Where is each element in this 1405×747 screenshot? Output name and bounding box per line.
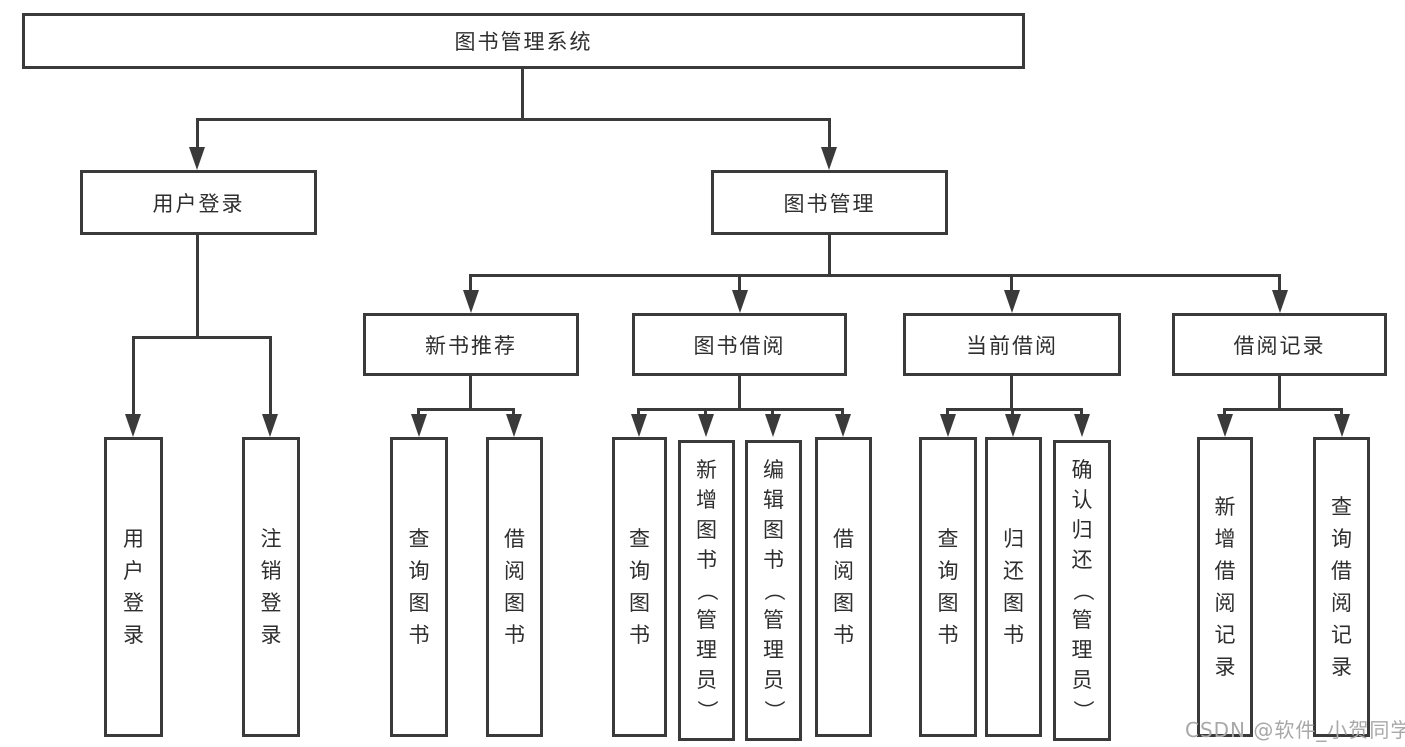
node-current-borrow: 当前借阅: [903, 313, 1121, 376]
arrow-down-icon: [506, 414, 522, 437]
connector-arrow-stem: [1080, 408, 1083, 416]
connector-hbar: [417, 408, 515, 411]
connector-stem: [1278, 376, 1281, 408]
connector-arrow-stem: [269, 336, 272, 415]
connector-arrow-stem: [637, 408, 640, 416]
connector-hbar: [1223, 408, 1342, 411]
connector-arrow-stem: [1278, 274, 1281, 291]
arrow-down-icon: [1005, 414, 1021, 437]
arrow-down-icon: [189, 147, 205, 170]
node-query-borrow-record: 查询借阅记录: [1313, 437, 1370, 737]
arrow-down-icon: [765, 414, 781, 437]
node-confirm-return-admin: 确认归还（管理员）: [1053, 440, 1111, 741]
arrow-down-icon: [1334, 414, 1350, 437]
node-borrow-books-recommend: 借阅图书: [486, 437, 543, 737]
csdn-watermark: CSDN @软件_小贺同学: [1185, 718, 1405, 742]
node-add-book-admin: 新增图书（管理员）: [678, 440, 735, 741]
arrow-down-icon: [821, 147, 837, 170]
arrow-down-icon: [463, 290, 479, 313]
node-add-borrow-record: 新增借阅记录: [1197, 437, 1253, 737]
connector-arrow-stem: [946, 408, 949, 416]
connector-arrow-stem: [841, 408, 844, 416]
connector-hbar: [637, 408, 844, 411]
connector-arrow-stem: [132, 336, 135, 415]
arrow-down-icon: [125, 414, 141, 437]
arrow-down-icon: [411, 414, 427, 437]
arrow-down-icon: [732, 290, 748, 313]
connector-stem: [738, 376, 741, 408]
connector-arrow-stem: [1010, 274, 1013, 291]
connector-stem: [196, 235, 199, 336]
node-user-login: 用户登录: [104, 437, 163, 737]
node-query-books-borrow: 查询图书: [612, 437, 667, 737]
connector-arrow-stem: [1011, 408, 1014, 416]
node-query-books-recommend: 查询图书: [390, 437, 448, 737]
node-user-login-branch: 用户登录: [80, 170, 317, 235]
node-book-management-branch: 图书管理: [711, 170, 948, 235]
connector-hbar: [133, 336, 272, 339]
arrow-down-icon: [631, 414, 647, 437]
node-book-borrow: 图书借阅: [632, 313, 847, 376]
node-new-book-recommend: 新书推荐: [363, 313, 579, 376]
connector-arrow-stem: [512, 408, 515, 416]
connector-arrow-stem: [704, 408, 707, 416]
arrow-down-icon: [940, 414, 956, 437]
node-borrow-books: 借阅图书: [815, 437, 872, 737]
arrow-down-icon: [1074, 414, 1090, 437]
connector-hbar: [469, 274, 1281, 277]
connector-arrow-stem: [417, 408, 420, 416]
arrow-down-icon: [698, 414, 714, 437]
connector-stem: [521, 69, 524, 118]
node-return-book: 归还图书: [985, 437, 1042, 737]
node-logout: 注销登录: [242, 437, 300, 737]
connector-arrow-stem: [196, 118, 199, 148]
connector-arrow-stem: [1223, 408, 1226, 416]
node-edit-book-admin: 编辑图书（管理员）: [745, 440, 802, 741]
arrow-down-icon: [262, 414, 278, 437]
arrow-down-icon: [1272, 290, 1288, 313]
connector-hbar: [946, 408, 1083, 411]
arrow-down-icon: [835, 414, 851, 437]
node-query-books-current: 查询图书: [919, 437, 977, 737]
connector-stem: [828, 235, 831, 274]
connector-hbar: [196, 118, 831, 121]
connector-arrow-stem: [1340, 408, 1343, 416]
connector-arrow-stem: [771, 408, 774, 416]
connector-arrow-stem: [828, 118, 831, 148]
connector-stem: [469, 376, 472, 408]
connector-arrow-stem: [738, 274, 741, 291]
arrow-down-icon: [1217, 414, 1233, 437]
node-library-management-system: 图书管理系统: [22, 13, 1025, 69]
node-borrow-record: 借阅记录: [1172, 313, 1387, 376]
connector-stem: [1010, 376, 1013, 408]
connector-arrow-stem: [469, 274, 472, 291]
arrow-down-icon: [1004, 290, 1020, 313]
